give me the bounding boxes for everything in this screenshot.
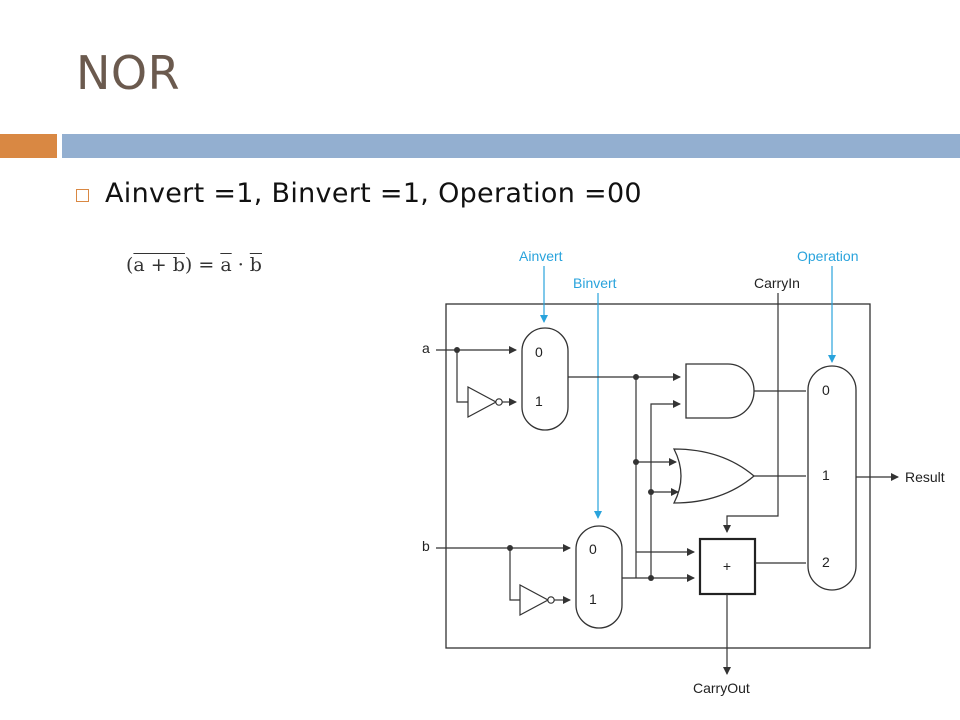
mux-b: [575, 525, 623, 629]
mux-b-in1: 1: [589, 591, 597, 607]
mux-a-in1: 1: [535, 393, 543, 409]
label-ainvert: Ainvert: [519, 248, 563, 264]
formula-open-paren: (: [126, 254, 134, 276]
inverter-b-icon: [519, 583, 550, 617]
formula-b-bar: b: [249, 254, 262, 276]
input-label-a: a: [422, 340, 430, 356]
or-gate-icon: [672, 448, 756, 504]
result-mux: [807, 365, 857, 591]
formula-a-bar: a: [220, 254, 232, 276]
carryin-line: [723, 293, 779, 533]
bullet-text: Ainvert =1, Binvert =1, Operation =00: [105, 178, 642, 209]
and-gate-icon: [685, 363, 755, 419]
mux-a-in0: 0: [535, 344, 543, 360]
nor-formula: (a + b) = a · b: [126, 254, 262, 276]
inverter-b-bubble: [547, 596, 555, 604]
formula-equals: =: [192, 254, 221, 276]
formula-overlined-sum: a + b: [133, 254, 185, 276]
label-binvert: Binvert: [573, 275, 617, 291]
result-mux-in1: 1: [822, 467, 830, 483]
header-accent-bar-blue: [62, 134, 960, 158]
bullet-item: Ainvert =1, Binvert =1, Operation =00: [76, 178, 642, 209]
wire-b-to-inverter: [509, 548, 520, 601]
label-operation: Operation: [797, 248, 858, 264]
alu-outline: [445, 303, 871, 649]
adder-plus-symbol: +: [723, 558, 731, 574]
slide-title: NOR: [76, 46, 181, 100]
square-bullet-icon: [76, 189, 89, 202]
mux-a: [521, 327, 569, 431]
wire-b-to-and: [650, 400, 681, 578]
inverter-a-bubble: [495, 398, 503, 406]
label-result: Result: [905, 469, 945, 485]
wire-a-to-inverter: [456, 350, 468, 403]
header-accent-bar-orange: [0, 134, 57, 158]
result-mux-in2: 2: [822, 554, 830, 570]
input-label-b: b: [422, 538, 430, 554]
formula-close-paren: ): [184, 254, 193, 276]
result-mux-in0: 0: [822, 382, 830, 398]
mux-b-in0: 0: [589, 541, 597, 557]
label-carryout: CarryOut: [693, 680, 750, 696]
label-carryin: CarryIn: [754, 275, 800, 291]
formula-dot: ·: [231, 254, 250, 276]
inverter-a-icon: [467, 385, 498, 419]
